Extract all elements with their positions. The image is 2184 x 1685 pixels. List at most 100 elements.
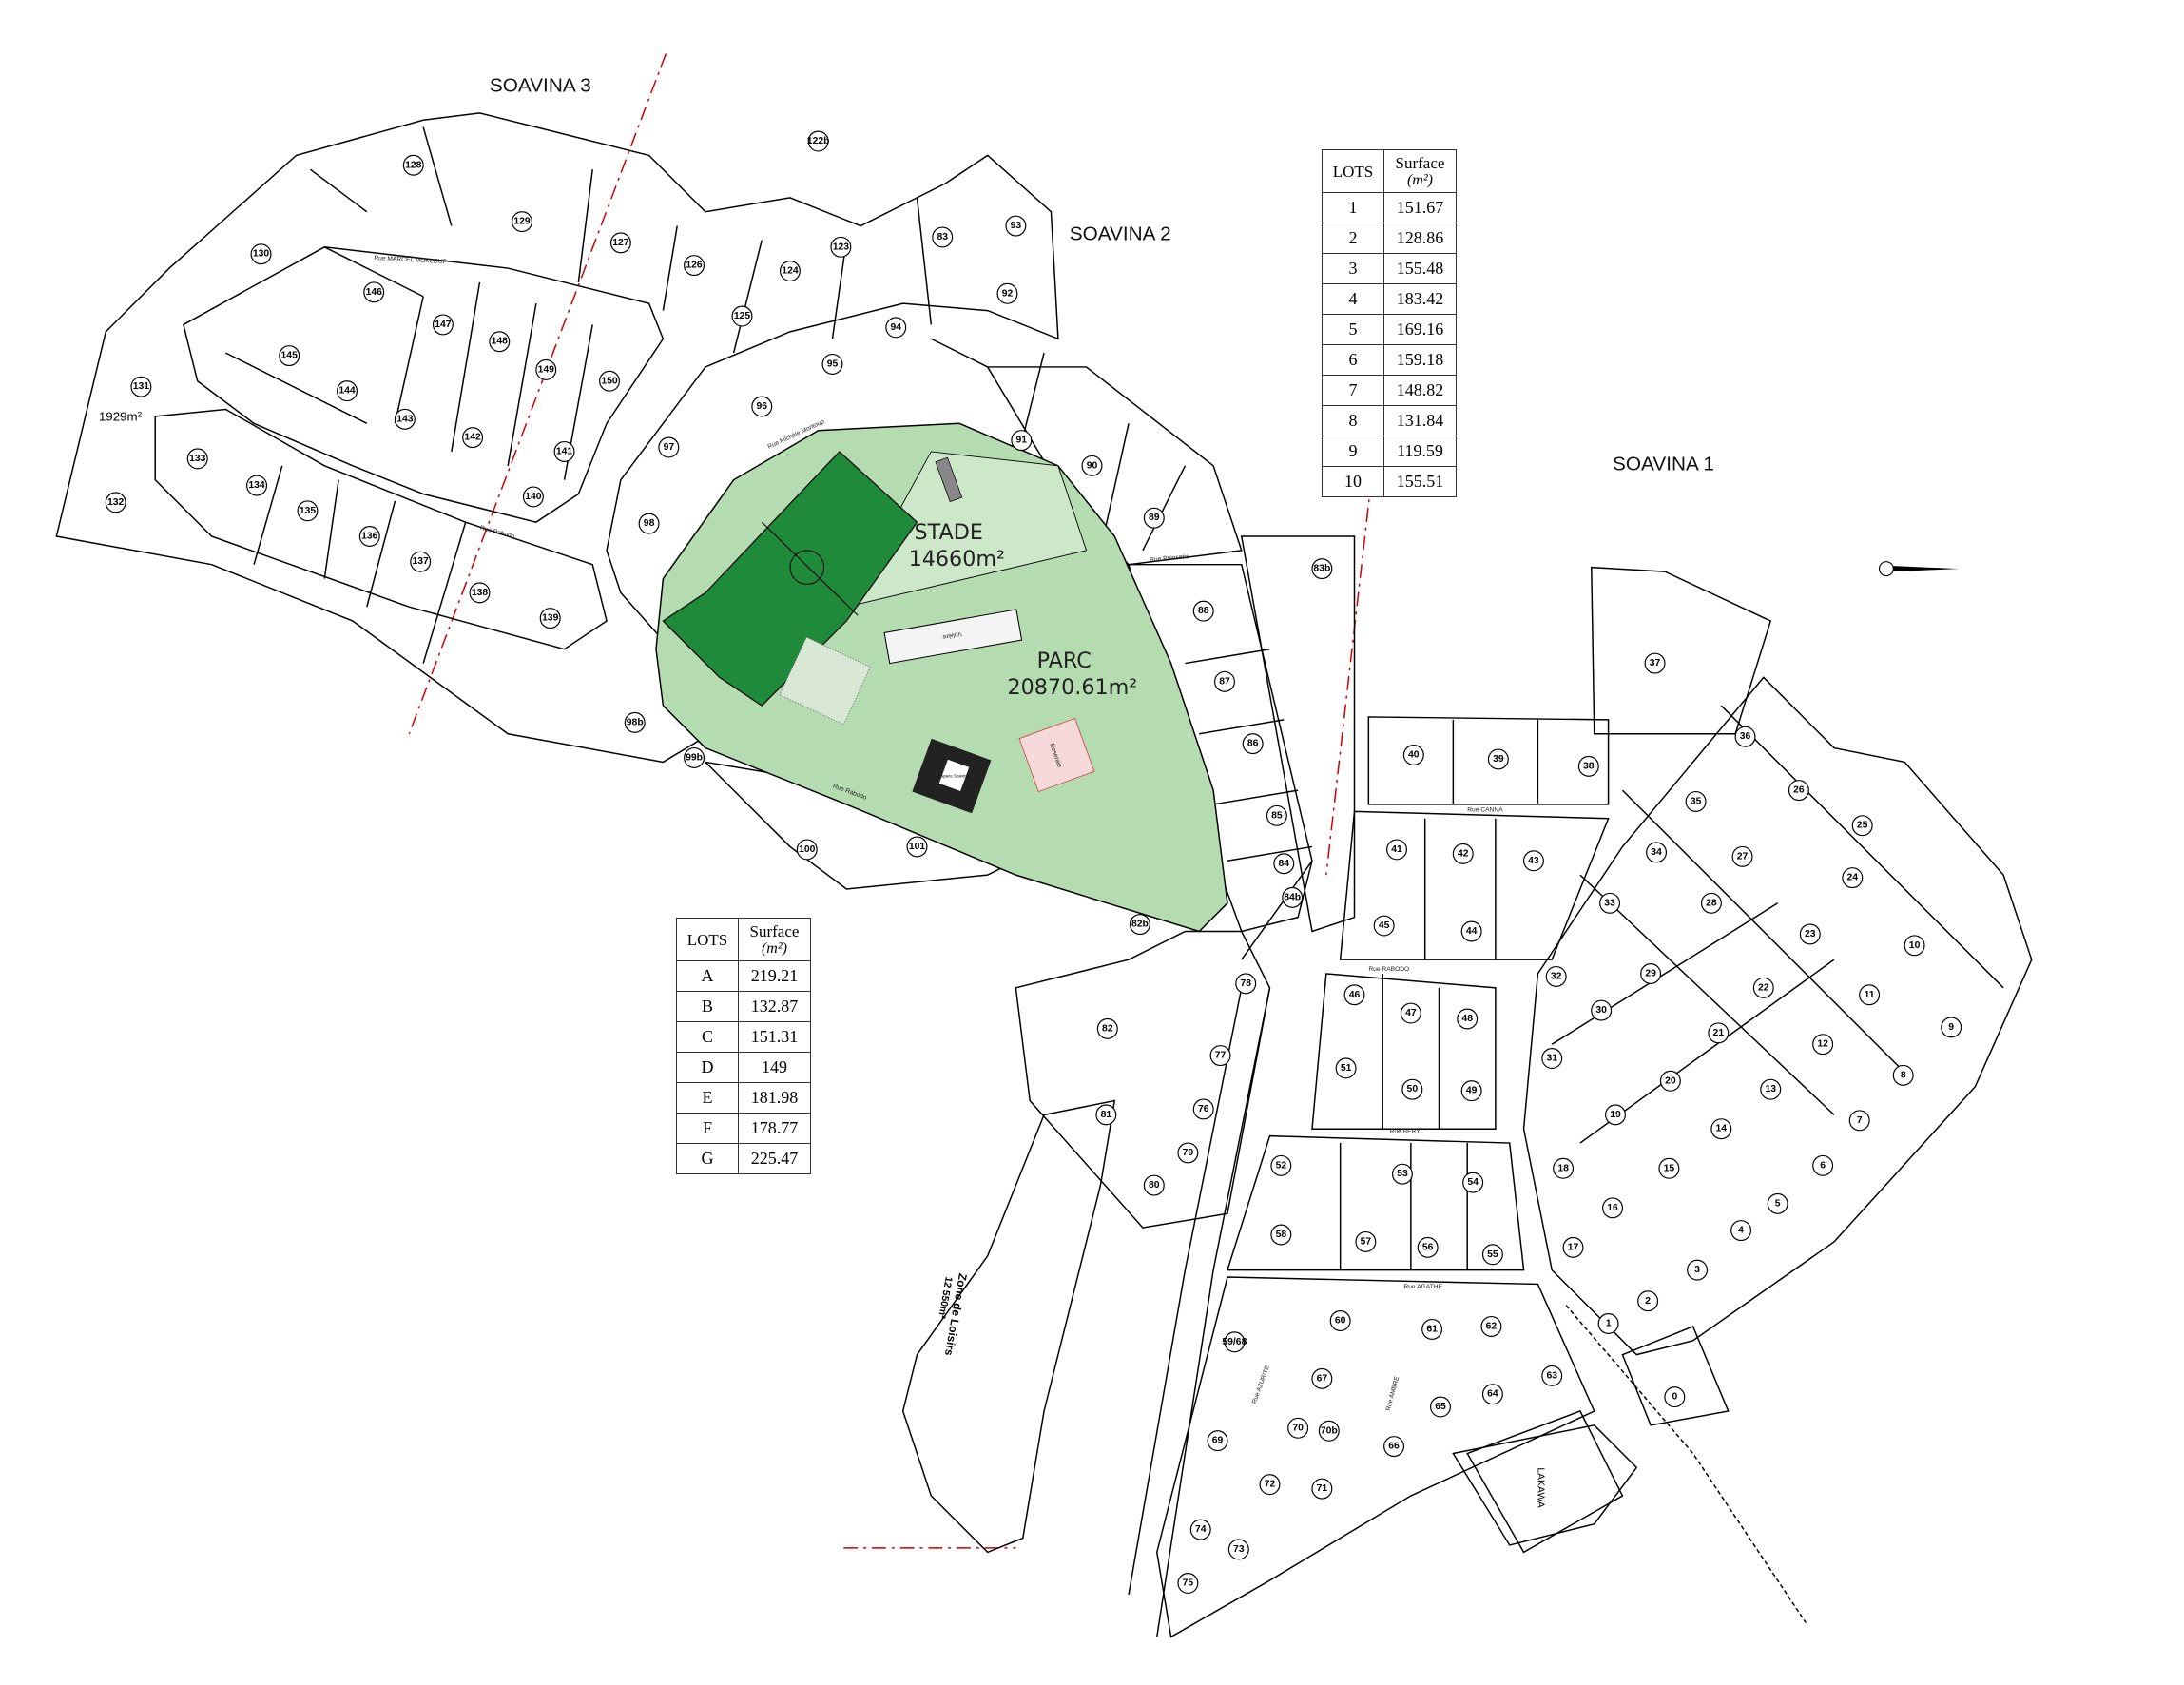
lot-circle <box>469 582 491 604</box>
lot-cell: 10 <box>1322 466 1384 497</box>
lot-cell: F <box>676 1113 739 1144</box>
lot-number: 65 <box>1435 1402 1446 1412</box>
lot-circle <box>1224 1331 1246 1353</box>
lot-marker: 0 <box>1664 1386 1686 1408</box>
lot-number: 97 <box>664 442 675 453</box>
lot-number: 85 <box>1271 810 1283 821</box>
lot-circle <box>1487 748 1509 770</box>
lot-marker: 52 <box>1270 1154 1292 1176</box>
lot-circle <box>1522 850 1544 872</box>
lot-marker: 79 <box>1177 1142 1199 1164</box>
lot-marker: 86 <box>1242 733 1264 755</box>
lot-cell: 6 <box>1322 344 1384 376</box>
lot-circle <box>1311 1367 1333 1389</box>
lot-number: 88 <box>1198 606 1209 616</box>
lot-marker: 59/68 <box>1222 1331 1247 1353</box>
lot-marker: 92 <box>996 282 1018 304</box>
lot-cell: 2 <box>1322 223 1384 254</box>
lot-circle <box>1460 1080 1482 1102</box>
street-rabodo-1: Rue Rabodo <box>479 525 515 541</box>
lot-marker: 136 <box>358 526 380 547</box>
lot-number: 89 <box>1149 513 1160 523</box>
lot-circle <box>1005 215 1027 237</box>
lot-circle <box>489 331 511 353</box>
street-beryl: Rue BERYL <box>1390 1129 1424 1135</box>
lot-number: 37 <box>1650 658 1661 668</box>
lot-number: 33 <box>1604 898 1615 908</box>
lot-number: 11 <box>1865 990 1875 1000</box>
lot-circle <box>1481 1384 1503 1405</box>
lot-marker: 122b <box>807 130 830 152</box>
lot-circle <box>1177 1573 1199 1595</box>
lot-number: 86 <box>1247 739 1259 749</box>
lot-number: 93 <box>1011 221 1022 231</box>
lot-number: 101 <box>909 842 926 852</box>
lot-marker: 1 <box>1597 1313 1619 1334</box>
lot-marker: 54 <box>1462 1172 1484 1193</box>
lot-circle <box>638 513 660 534</box>
lot-circle <box>1287 1417 1309 1439</box>
lot-circle <box>1401 1078 1423 1100</box>
lot-marker: 44 <box>1460 920 1482 942</box>
lot-marker: 89 <box>1143 507 1165 529</box>
lot-marker: 91 <box>1011 430 1033 452</box>
lot-circle <box>250 243 272 265</box>
lot-marker: 34 <box>1646 842 1668 863</box>
lot-circle <box>906 836 928 858</box>
lot-circle <box>1400 1002 1421 1024</box>
lot-marker: 57 <box>1355 1230 1377 1252</box>
lot-number: 38 <box>1583 761 1595 771</box>
lot-circle <box>1752 977 1774 998</box>
stade-pitch <box>662 451 918 707</box>
main-roads <box>1128 860 1807 1637</box>
lot-circle <box>1812 1034 1834 1056</box>
lot-number: 140 <box>525 492 542 502</box>
lot-circle <box>1421 1318 1443 1340</box>
stade-stands <box>845 451 1088 608</box>
surface-cell: 169.16 <box>1382 314 1458 345</box>
lot-marker: 69 <box>1207 1430 1228 1452</box>
lot-marker: 128 <box>402 154 424 176</box>
lot-number: 91 <box>1016 436 1028 446</box>
lot-circle <box>1282 886 1304 908</box>
lot-circle <box>1095 1104 1117 1126</box>
lot-number: 122b <box>807 136 830 146</box>
lot-circle <box>1760 1078 1782 1100</box>
surface-cell: 132.87 <box>737 991 812 1022</box>
lot-number: 8 <box>1901 1070 1906 1080</box>
lot-number: 84 <box>1279 859 1290 869</box>
lot-number: 3 <box>1694 1265 1700 1275</box>
lot-marker: 98b <box>624 711 646 733</box>
lot-number: 29 <box>1645 968 1656 978</box>
lot-marker: 43 <box>1522 850 1544 872</box>
lot-number: 26 <box>1793 785 1805 796</box>
lot-circle <box>1812 1154 1834 1176</box>
lot-marker: 50 <box>1401 1078 1423 1100</box>
lot-marker: 83 <box>932 226 954 248</box>
lot-marker: 53 <box>1391 1163 1413 1185</box>
lot-number: 150 <box>601 376 618 386</box>
lot-marker: 137 <box>410 551 432 572</box>
lot-marker: 18 <box>1553 1157 1575 1179</box>
lot-circle <box>1355 1230 1377 1252</box>
lot-circle <box>1207 1430 1228 1452</box>
lot-marker: 127 <box>609 232 631 254</box>
lot-cell: 7 <box>1322 375 1384 406</box>
lot-circle <box>130 376 152 397</box>
lot-circle <box>1640 963 1662 984</box>
lot-circle <box>1214 670 1235 692</box>
lot-circle <box>1767 1192 1788 1214</box>
lot-circle <box>1591 999 1613 1021</box>
lot-marker: 83b <box>1311 558 1333 580</box>
lot-number: 21 <box>1713 1028 1725 1038</box>
stade-halfway-line <box>761 521 859 616</box>
lot-number: 22 <box>1758 982 1769 993</box>
lot-circle <box>1664 1386 1686 1408</box>
zone-de-loisirs <box>901 1099 1116 1554</box>
lot-marker: 76 <box>1192 1098 1214 1120</box>
lot-cell: D <box>676 1052 739 1083</box>
